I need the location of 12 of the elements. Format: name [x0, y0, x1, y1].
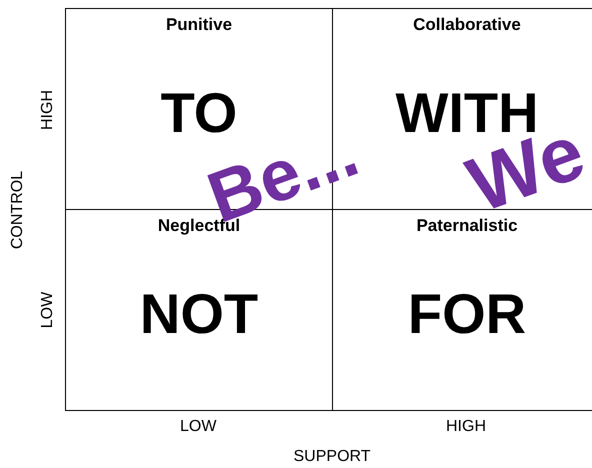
axis-tick-label: HIGH [446, 418, 486, 436]
axis-tick-label: LOW [39, 292, 58, 328]
axis-tick-label: LOW [180, 418, 216, 436]
axis-title: SUPPORT [294, 448, 371, 466]
quadrant-heading: Paternalistic [416, 216, 518, 236]
axis-title: CONTROL [9, 170, 28, 250]
quadrant-word: NOT [140, 282, 258, 346]
quadrant-heading: Collaborative [413, 15, 521, 35]
axis-tick-label: HIGH [39, 90, 57, 130]
quadrant-heading: Punitive [166, 15, 232, 35]
quadrant-word: FOR [408, 282, 526, 346]
quadrant-word: TO [160, 81, 238, 145]
